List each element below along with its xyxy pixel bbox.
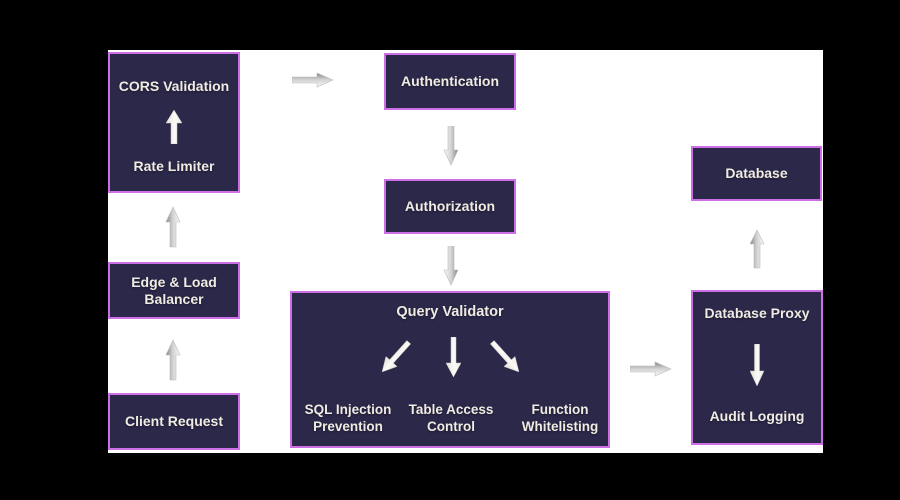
node-label-authentication: Authentication bbox=[401, 73, 499, 89]
node-label-database-proxy: Database Proxy bbox=[704, 305, 810, 321]
diagonal-down-left-arrow-icon bbox=[381, 340, 412, 373]
node-label-table-access-control: Table Access Control bbox=[395, 401, 507, 435]
node-label-authorization: Authorization bbox=[404, 198, 496, 214]
node-client-request: Client Request bbox=[108, 393, 240, 450]
diagonal-down-right-arrow-icon bbox=[489, 340, 520, 373]
label-line2: Prevention bbox=[313, 419, 383, 434]
label-line2: Balancer bbox=[144, 290, 204, 307]
node-query-validator: Query Validator SQL Injection Prevention… bbox=[290, 291, 610, 448]
node-database: Database bbox=[691, 146, 822, 201]
node-label-database: Database bbox=[725, 165, 788, 181]
right-arrow-connector-icon bbox=[630, 361, 672, 377]
down-arrow-icon bbox=[446, 337, 461, 377]
right-arrow-connector-icon bbox=[292, 72, 334, 88]
label-line1: Edge & Load bbox=[131, 273, 217, 290]
node-database-proxy: Database Proxy Audit Logging bbox=[691, 290, 823, 445]
node-label-edge-load-balancer: Edge & Load Balancer bbox=[131, 274, 217, 308]
down-arrow-connector-icon bbox=[443, 246, 459, 286]
up-arrow-connector-icon bbox=[165, 339, 181, 381]
node-label-client-request: Client Request bbox=[124, 413, 223, 429]
node-label-sql-injection-prevention: SQL Injection Prevention bbox=[292, 401, 404, 435]
node-authorization: Authorization bbox=[384, 179, 516, 234]
label-line1: Function bbox=[531, 402, 589, 417]
label-line2: Whitelisting bbox=[521, 419, 599, 434]
node-label-audit-logging: Audit Logging bbox=[709, 408, 805, 424]
label-line1: SQL Injection bbox=[304, 402, 392, 417]
node-rate-limiter: CORS Validation Rate Limiter bbox=[108, 52, 240, 193]
label-line2: Control bbox=[427, 419, 475, 434]
query-validator-title: Query Validator bbox=[396, 304, 504, 320]
up-arrow-connector-icon bbox=[749, 229, 765, 269]
node-label-cors-validation: CORS Validation bbox=[118, 78, 230, 94]
up-arrow-connector-icon bbox=[165, 206, 181, 248]
down-arrow-icon bbox=[750, 344, 764, 386]
node-edge-load-balancer: Edge & Load Balancer bbox=[108, 262, 240, 319]
down-arrow-connector-icon bbox=[443, 126, 459, 166]
node-label-function-whitelisting: Function Whitelisting bbox=[504, 401, 616, 435]
node-authentication: Authentication bbox=[384, 53, 516, 110]
label-line1: Table Access bbox=[408, 402, 494, 417]
node-label-rate-limiter: Rate Limiter bbox=[133, 158, 215, 174]
up-arrow-icon bbox=[166, 109, 182, 144]
